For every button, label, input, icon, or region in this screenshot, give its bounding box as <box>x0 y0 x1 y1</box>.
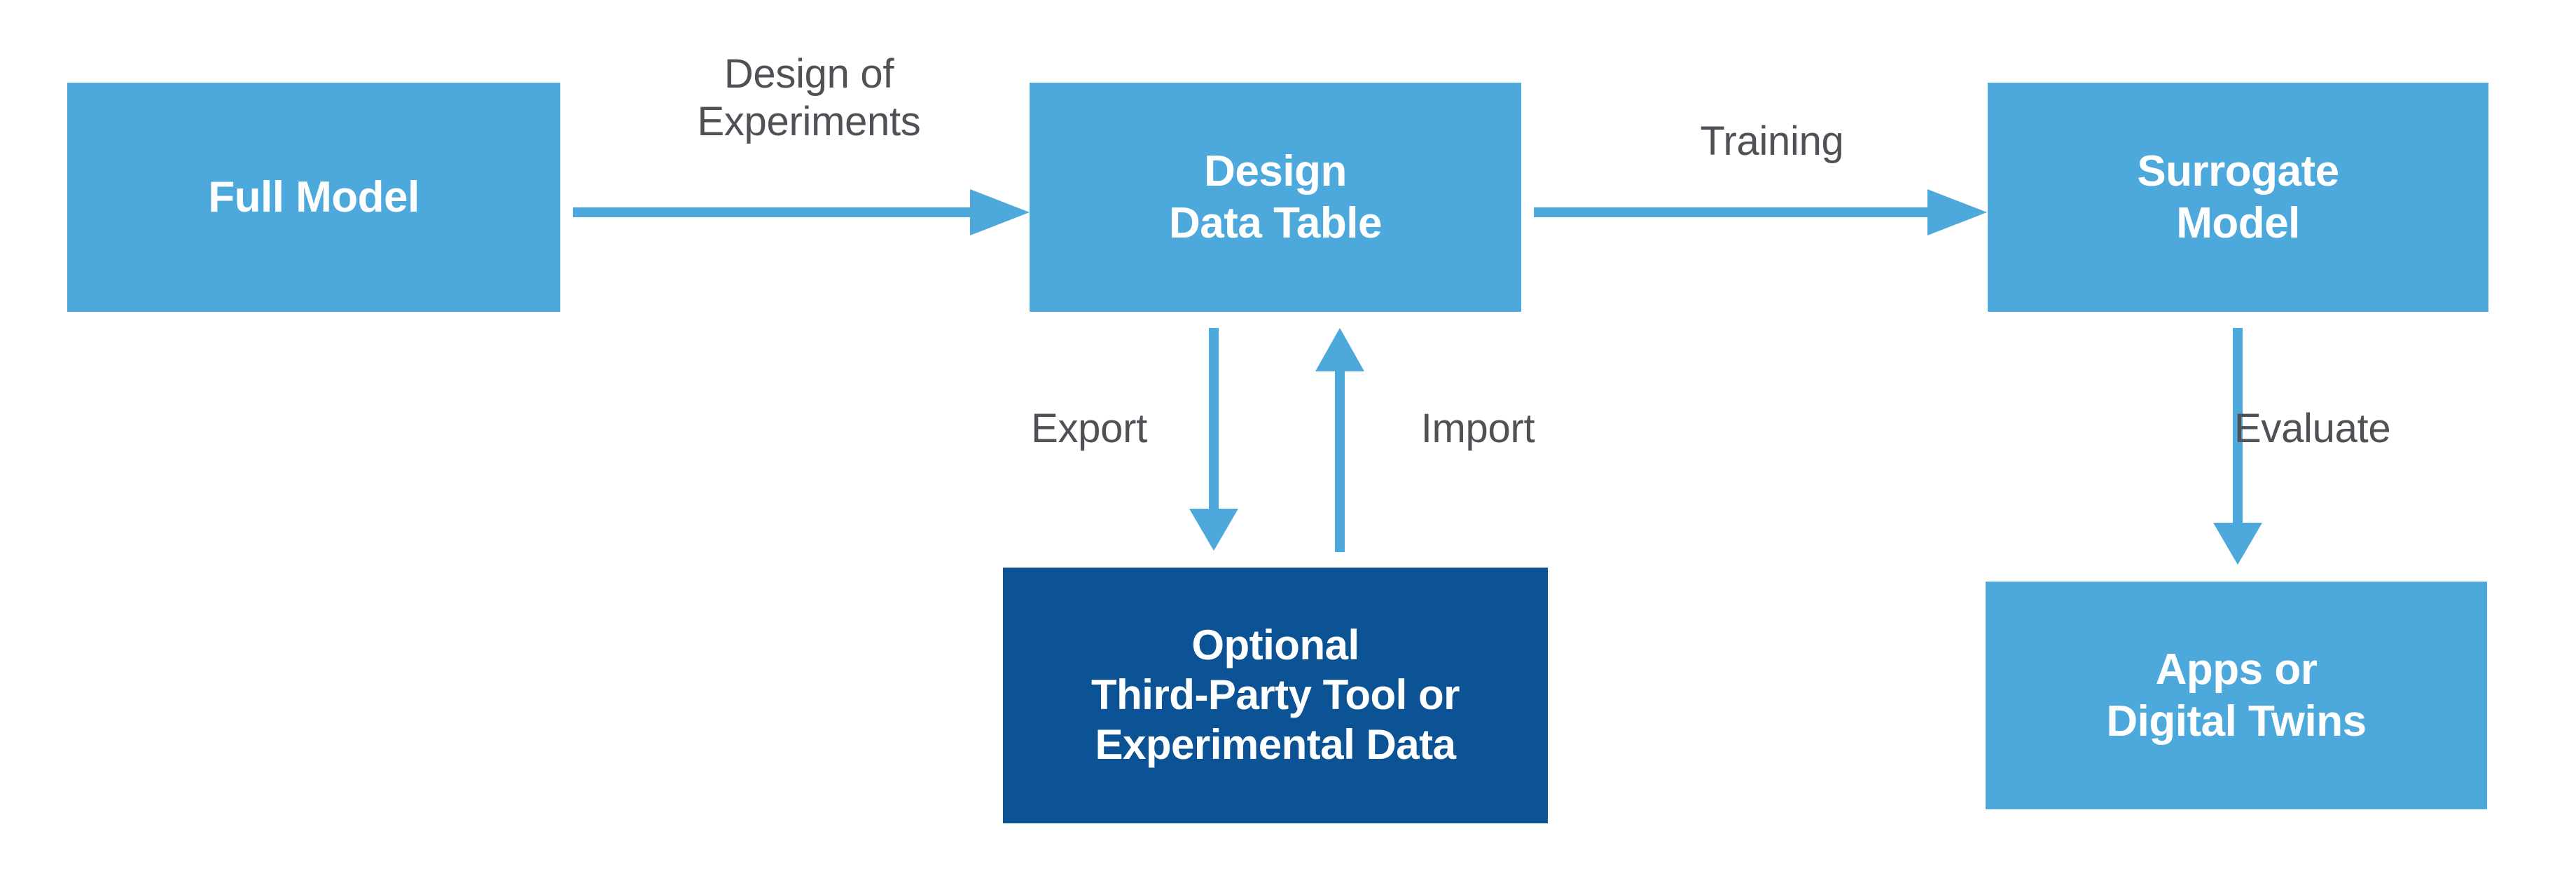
node-design-data-table: Design Data Table <box>1030 83 1521 312</box>
node-optional-third-party-tool: Optional Third-Party Tool or Experimenta… <box>1003 568 1548 823</box>
node-surrogate-model: Surrogate Model <box>1988 83 2488 312</box>
edge-label-training: Training <box>1700 118 1844 164</box>
node-optional-third-party-tool-label: Optional Third-Party Tool or Experimenta… <box>1090 622 1460 768</box>
edge-label-evaluate: Evaluate <box>2234 406 2391 451</box>
arrow-import <box>1315 328 1364 552</box>
node-apps-or-digital-twins-label: Apps or Digital Twins <box>2106 645 2367 746</box>
node-design-data-table-label: Design Data Table <box>1169 147 1382 247</box>
node-surrogate-model-label: Surrogate Model <box>2137 147 2339 247</box>
node-full-model-label: Full Model <box>208 172 420 221</box>
arrow-evaluate <box>2213 328 2262 565</box>
arrow-training <box>1534 189 1987 235</box>
node-apps-or-digital-twins: Apps or Digital Twins <box>1986 582 2487 809</box>
edge-label-export: Export <box>1031 406 1147 451</box>
node-full-model: Full Model <box>67 83 560 312</box>
arrow-export <box>1189 328 1238 551</box>
arrow-design-of-experiments <box>573 189 1030 235</box>
edge-label-design-of-experiments: Design of Experiments <box>697 51 921 145</box>
edge-label-import: Import <box>1420 406 1535 451</box>
